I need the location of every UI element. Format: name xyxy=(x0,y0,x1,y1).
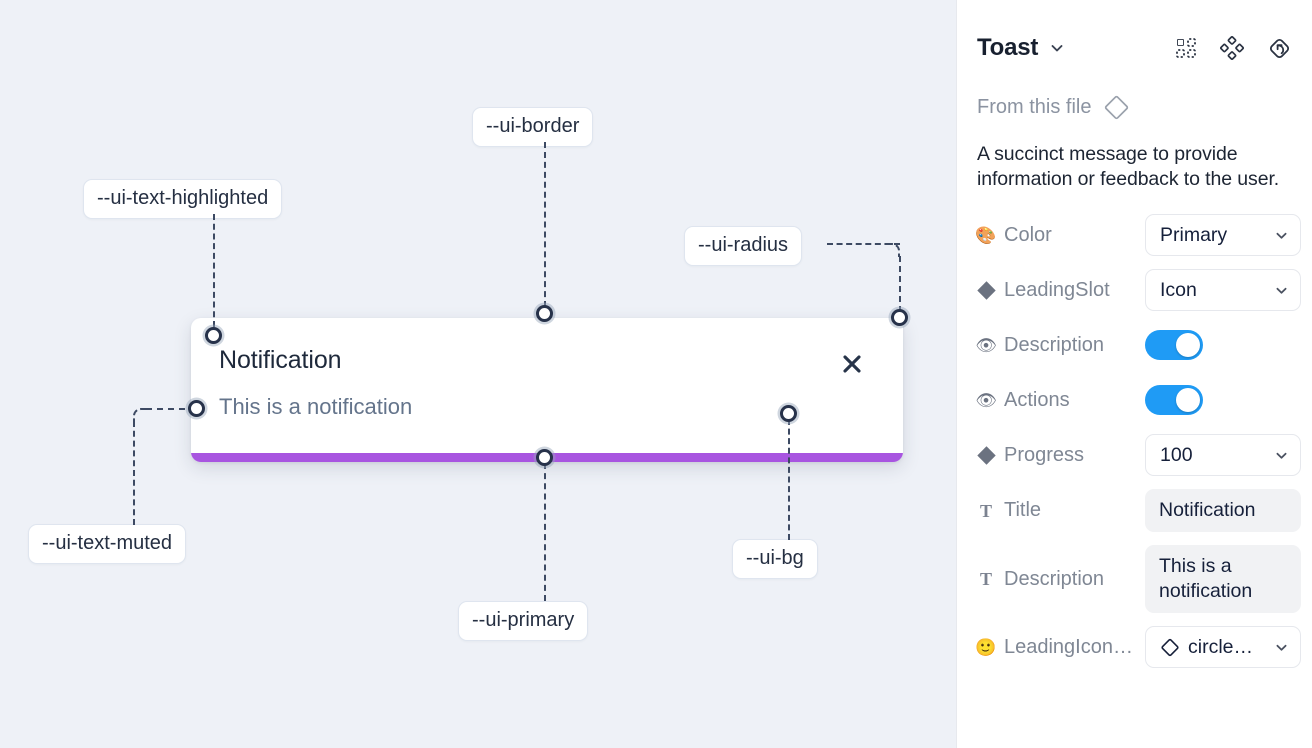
property-label-actions-visibility: 👁 Actions xyxy=(975,388,1070,411)
toast-preview-card[interactable]: Notification This is a notification xyxy=(191,318,903,462)
design-canvas[interactable]: Notification This is a notification --ui… xyxy=(0,0,956,748)
chevron-down-icon xyxy=(1268,228,1289,243)
leadingslot-select[interactable]: Icon xyxy=(1145,269,1301,311)
panel-header-actions xyxy=(1175,36,1292,61)
eye-icon: 👁 xyxy=(975,335,997,355)
progress-select-value: 100 xyxy=(1160,443,1193,466)
token-pill-ui-radius[interactable]: --ui-radius xyxy=(684,226,803,266)
description-field-value: This is a notification xyxy=(1159,555,1253,602)
toast-title: Notification xyxy=(219,346,342,374)
actions-visibility-toggle[interactable] xyxy=(1145,385,1203,415)
description-field[interactable]: This is a notification xyxy=(1145,545,1301,613)
property-row-color: 🎨 Color Primary xyxy=(975,214,1301,256)
anchor-dot-ui-radius[interactable] xyxy=(891,309,908,326)
connector-ui-bg xyxy=(788,419,790,540)
page-title: Toast xyxy=(977,34,1039,61)
connector-ui-radius-horizontal xyxy=(827,243,900,245)
close-icon[interactable] xyxy=(839,351,865,377)
color-select-value: Primary xyxy=(1160,223,1228,246)
token-pill-ui-border[interactable]: --ui-border xyxy=(472,107,594,147)
property-row-actions-visibility: 👁 Actions xyxy=(975,379,1292,421)
connector-ui-text-muted-elbow xyxy=(133,408,147,421)
title-field[interactable]: Notification xyxy=(1145,489,1301,532)
connector-ui-border xyxy=(544,142,546,307)
property-row-description-visibility: 👁 Description xyxy=(975,324,1292,366)
property-label-color: 🎨 Color xyxy=(975,223,1052,246)
property-label-description-visibility: 👁 Description xyxy=(975,333,1105,356)
text-icon: T xyxy=(979,569,992,589)
property-label-description-text: T Description xyxy=(977,568,1145,591)
property-label-leadingslot: LeadingSlot xyxy=(977,279,1145,302)
description-visibility-toggle[interactable] xyxy=(1145,330,1203,360)
connector-ui-radius-elbow xyxy=(887,243,900,257)
panel-header: Toast xyxy=(977,0,1292,74)
toast-description: This is a notification xyxy=(219,394,413,419)
chevron-down-icon xyxy=(1268,448,1289,463)
diamond-outline-icon xyxy=(1160,637,1180,657)
color-select[interactable]: Primary xyxy=(1145,214,1301,256)
property-row-leadingslot: LeadingSlot Icon xyxy=(977,269,1301,311)
property-row-leadingicon: 🙂 LeadingIcon… circle… xyxy=(975,626,1301,668)
properties-panel: Toast xyxy=(956,0,1312,748)
leadingicon-select[interactable]: circle… xyxy=(1145,626,1301,668)
property-list: 🎨 Color Primary LeadingSlot xyxy=(975,214,1301,668)
from-this-file-row[interactable]: From this file xyxy=(977,94,1292,121)
title-field-value: Notification xyxy=(1159,499,1256,521)
property-row-progress: Progress 100 xyxy=(977,434,1301,476)
eye-icon: 👁 xyxy=(975,390,997,410)
diamond-icon xyxy=(977,449,995,462)
component-grid-icon[interactable] xyxy=(1175,37,1197,59)
variants-cluster-icon[interactable] xyxy=(1220,36,1244,60)
connector-ui-text-muted-vertical xyxy=(133,421,135,525)
chevron-down-icon[interactable] xyxy=(1049,40,1065,56)
progress-select[interactable]: 100 xyxy=(1145,434,1301,476)
property-row-description-text: T Description This is a notification xyxy=(977,545,1301,613)
leadingslot-select-value: Icon xyxy=(1160,278,1197,301)
token-pill-ui-primary[interactable]: --ui-primary xyxy=(458,601,589,641)
palette-icon: 🎨 xyxy=(975,225,997,245)
from-this-file-label: From this file xyxy=(977,96,1092,118)
token-pill-ui-bg[interactable]: --ui-bg xyxy=(732,539,818,579)
token-pill-ui-text-highlighted[interactable]: --ui-text-highlighted xyxy=(83,179,283,219)
anchor-dot-ui-primary[interactable] xyxy=(536,449,553,466)
anchor-dot-ui-text-highlighted[interactable] xyxy=(205,327,222,344)
component-description: A succinct message to provide informatio… xyxy=(977,143,1280,190)
anchor-dot-ui-border[interactable] xyxy=(536,305,553,322)
chevron-down-icon xyxy=(1268,283,1289,298)
connector-ui-radius-vertical xyxy=(899,256,901,312)
anchor-dot-ui-text-muted[interactable] xyxy=(188,400,205,417)
reset-component-icon[interactable] xyxy=(1267,36,1292,61)
property-label-leadingicon: 🙂 LeadingIcon… xyxy=(975,635,1133,658)
diamond-outline-icon xyxy=(1103,94,1130,121)
text-icon: T xyxy=(979,500,992,521)
property-row-title: T Title Notification xyxy=(977,489,1301,532)
leadingicon-select-value: circle… xyxy=(1188,635,1254,658)
connector-ui-text-highlighted xyxy=(213,214,215,327)
connector-ui-primary xyxy=(544,463,546,601)
anchor-dot-ui-bg[interactable] xyxy=(780,405,797,422)
connector-ui-text-muted-horizontal xyxy=(146,408,196,410)
property-label-progress: Progress xyxy=(977,444,1145,467)
property-label-title: T Title xyxy=(977,499,1145,522)
emoji-icon: 🙂 xyxy=(975,637,997,657)
diamond-icon xyxy=(977,284,995,297)
token-pill-ui-text-muted[interactable]: --ui-text-muted xyxy=(28,524,187,564)
chevron-down-icon xyxy=(1268,640,1289,655)
